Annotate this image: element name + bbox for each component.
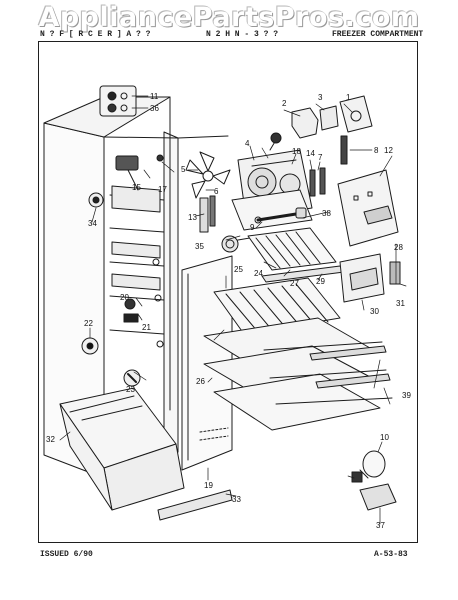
model-header: N ? F [ R C E R ] A ? ? — [40, 30, 151, 39]
callout-labels: 1 2 3 4 5 6 7 8 9 10 11 12 13 14 15 17 1… — [46, 92, 411, 530]
callout-26: 26 — [196, 377, 205, 386]
callout-27: 27 — [290, 279, 299, 288]
callout-33: 33 — [232, 495, 241, 504]
leader-lines — [59, 95, 407, 525]
light-switch-11-36 — [99, 85, 137, 117]
callout-12: 12 — [384, 146, 393, 155]
rods-and-tubes — [254, 207, 307, 224]
callout-11: 11 — [150, 92, 159, 101]
page-reference: A-53-83 — [374, 550, 408, 559]
callout-34: 34 — [88, 219, 97, 228]
freezer-basket — [59, 387, 185, 511]
callout-31: 31 — [396, 299, 405, 308]
callout-6: 6 — [214, 187, 219, 196]
callout-3: 3 — [318, 93, 323, 102]
model-code-header: N 2 H N - 3 ? ? — [206, 30, 279, 39]
top-brackets — [291, 95, 373, 139]
ice-bin-tray — [339, 253, 401, 303]
fan-assembly — [185, 132, 313, 231]
diagram-frame — [38, 41, 418, 543]
issued-date: ISSUED 6/90 — [40, 550, 93, 559]
callout-30: 30 — [370, 307, 379, 316]
evaporator-cover — [337, 169, 399, 247]
callout-15: 15 — [132, 183, 141, 192]
callout-7: 7 — [318, 153, 323, 162]
callout-36: 36 — [150, 104, 159, 113]
kick-plate — [157, 489, 233, 521]
callout-19: 19 — [204, 481, 213, 490]
light-bulb-assembly — [351, 450, 397, 511]
callout-4: 4 — [245, 139, 250, 148]
part-22 — [81, 337, 99, 355]
callout-17: 17 — [158, 185, 167, 194]
callout-1: 1 — [346, 93, 351, 102]
callout-14: 14 — [306, 149, 315, 158]
section-title: FREEZER COMPARTMENT — [332, 30, 424, 39]
callout-10: 10 — [380, 433, 389, 442]
callout-38: 38 — [322, 209, 331, 218]
callout-22: 22 — [84, 319, 93, 328]
part-23 — [123, 369, 141, 387]
callout-35: 35 — [195, 242, 204, 251]
callout-24: 24 — [254, 269, 263, 278]
callout-39: 39 — [402, 391, 411, 400]
callout-23: 23 — [126, 385, 135, 394]
callout-29: 29 — [316, 277, 325, 286]
callout-5: 5 — [181, 165, 186, 174]
watermark-logo: AppliancePartsPros.com — [38, 2, 420, 33]
callout-8: 8 — [374, 146, 379, 155]
lower-glass-shelves — [203, 317, 393, 431]
callout-13: 13 — [188, 213, 197, 222]
callout-28: 28 — [394, 243, 403, 252]
upper-wire-shelf — [247, 227, 337, 271]
callout-37: 37 — [376, 521, 385, 530]
part-34 — [88, 192, 104, 208]
callout-32: 32 — [46, 435, 55, 444]
callout-21: 21 — [142, 323, 151, 332]
callout-18: 18 — [292, 147, 301, 156]
callout-20: 20 — [120, 293, 129, 302]
shelf-support-20-21 — [123, 298, 139, 323]
thermostat-control — [115, 154, 164, 191]
vertical-clips — [199, 135, 348, 233]
callout-9: 9 — [250, 223, 255, 232]
cabinet-liner — [43, 96, 229, 479]
callout-25: 25 — [234, 265, 243, 274]
callout-2: 2 — [282, 99, 287, 108]
